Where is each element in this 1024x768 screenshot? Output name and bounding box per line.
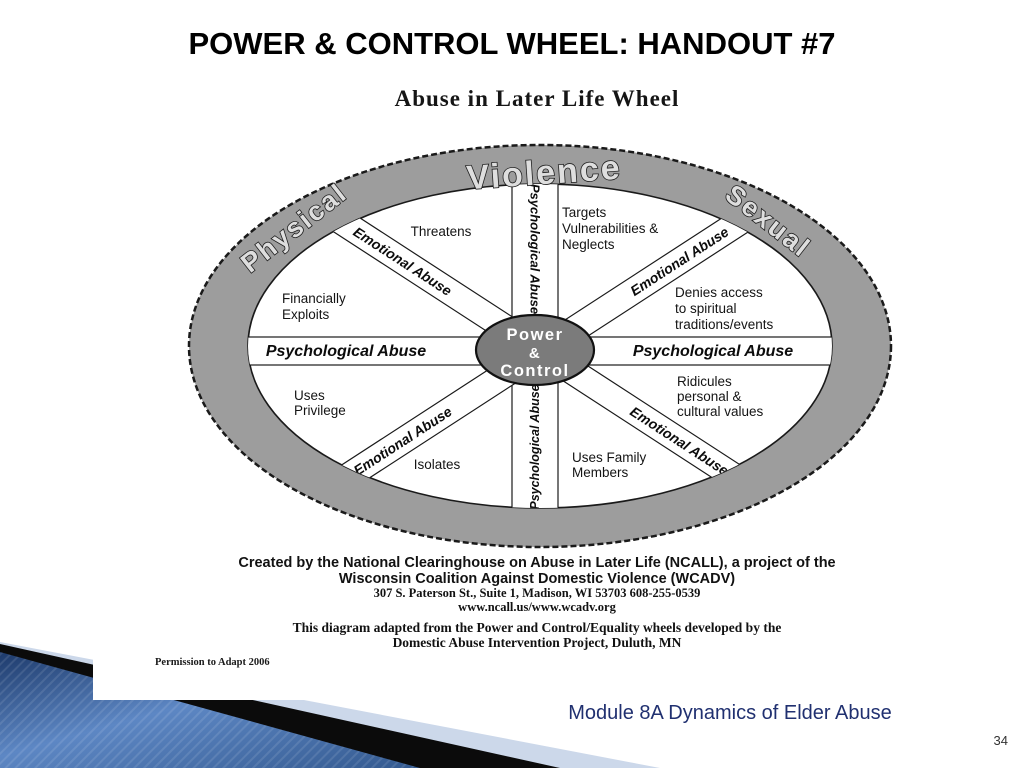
power-control-hub <box>474 313 596 387</box>
permission-note: Permission to Adapt 2006 <box>155 657 270 668</box>
segment-isolates: Isolates <box>414 457 461 472</box>
psychological-abuse-label-bottom: Psychological Abuse <box>528 384 542 509</box>
credit-line-4: www.ncall.us/www.wcadv.org <box>458 599 616 614</box>
hub-label-power: Power <box>506 326 563 344</box>
page-number: 34 <box>993 733 1008 748</box>
handout-heading: Abuse in Later Life Wheel <box>394 86 680 111</box>
credit-line-3: 307 S. Paterson St., Suite 1, Madison, W… <box>373 586 701 600</box>
segment-uses-privilege: Uses Privilege <box>294 388 346 418</box>
module-footer: Module 8A Dynamics of Elder Abuse <box>568 702 892 724</box>
psychological-abuse-label-right: Psychological Abuse <box>633 343 793 360</box>
credit-line-1: Created by the National Clearinghouse on… <box>238 555 836 571</box>
segment-ridicules: Ridicules personal & cultural values <box>677 374 764 419</box>
credits-block: Created by the National Clearinghouse on… <box>137 555 937 650</box>
psychological-abuse-label-left: Psychological Abuse <box>266 343 426 360</box>
segment-financially-exploits: Financially Exploits <box>282 291 350 322</box>
segment-denies-access: Denies access to spiritual traditions/ev… <box>675 285 774 332</box>
adapted-line-2: Domestic Abuse Intervention Project, Dul… <box>392 635 682 650</box>
hub-label-amp: & <box>529 345 541 362</box>
segment-threatens: Threatens <box>411 224 472 239</box>
slide-title: POWER & CONTROL WHEEL: HANDOUT #7 <box>188 26 836 61</box>
adapted-line-1: This diagram adapted from the Power and … <box>292 620 782 635</box>
hub-label-control: Control <box>500 362 569 380</box>
psychological-abuse-label-top: Psychological Abuse <box>528 184 543 314</box>
credit-line-2: Wisconsin Coalition Against Domestic Vio… <box>338 571 736 587</box>
segment-targets: Targets Vulnerabilities & Neglects <box>562 205 662 252</box>
segment-uses-family: Uses Family Members <box>572 450 650 480</box>
